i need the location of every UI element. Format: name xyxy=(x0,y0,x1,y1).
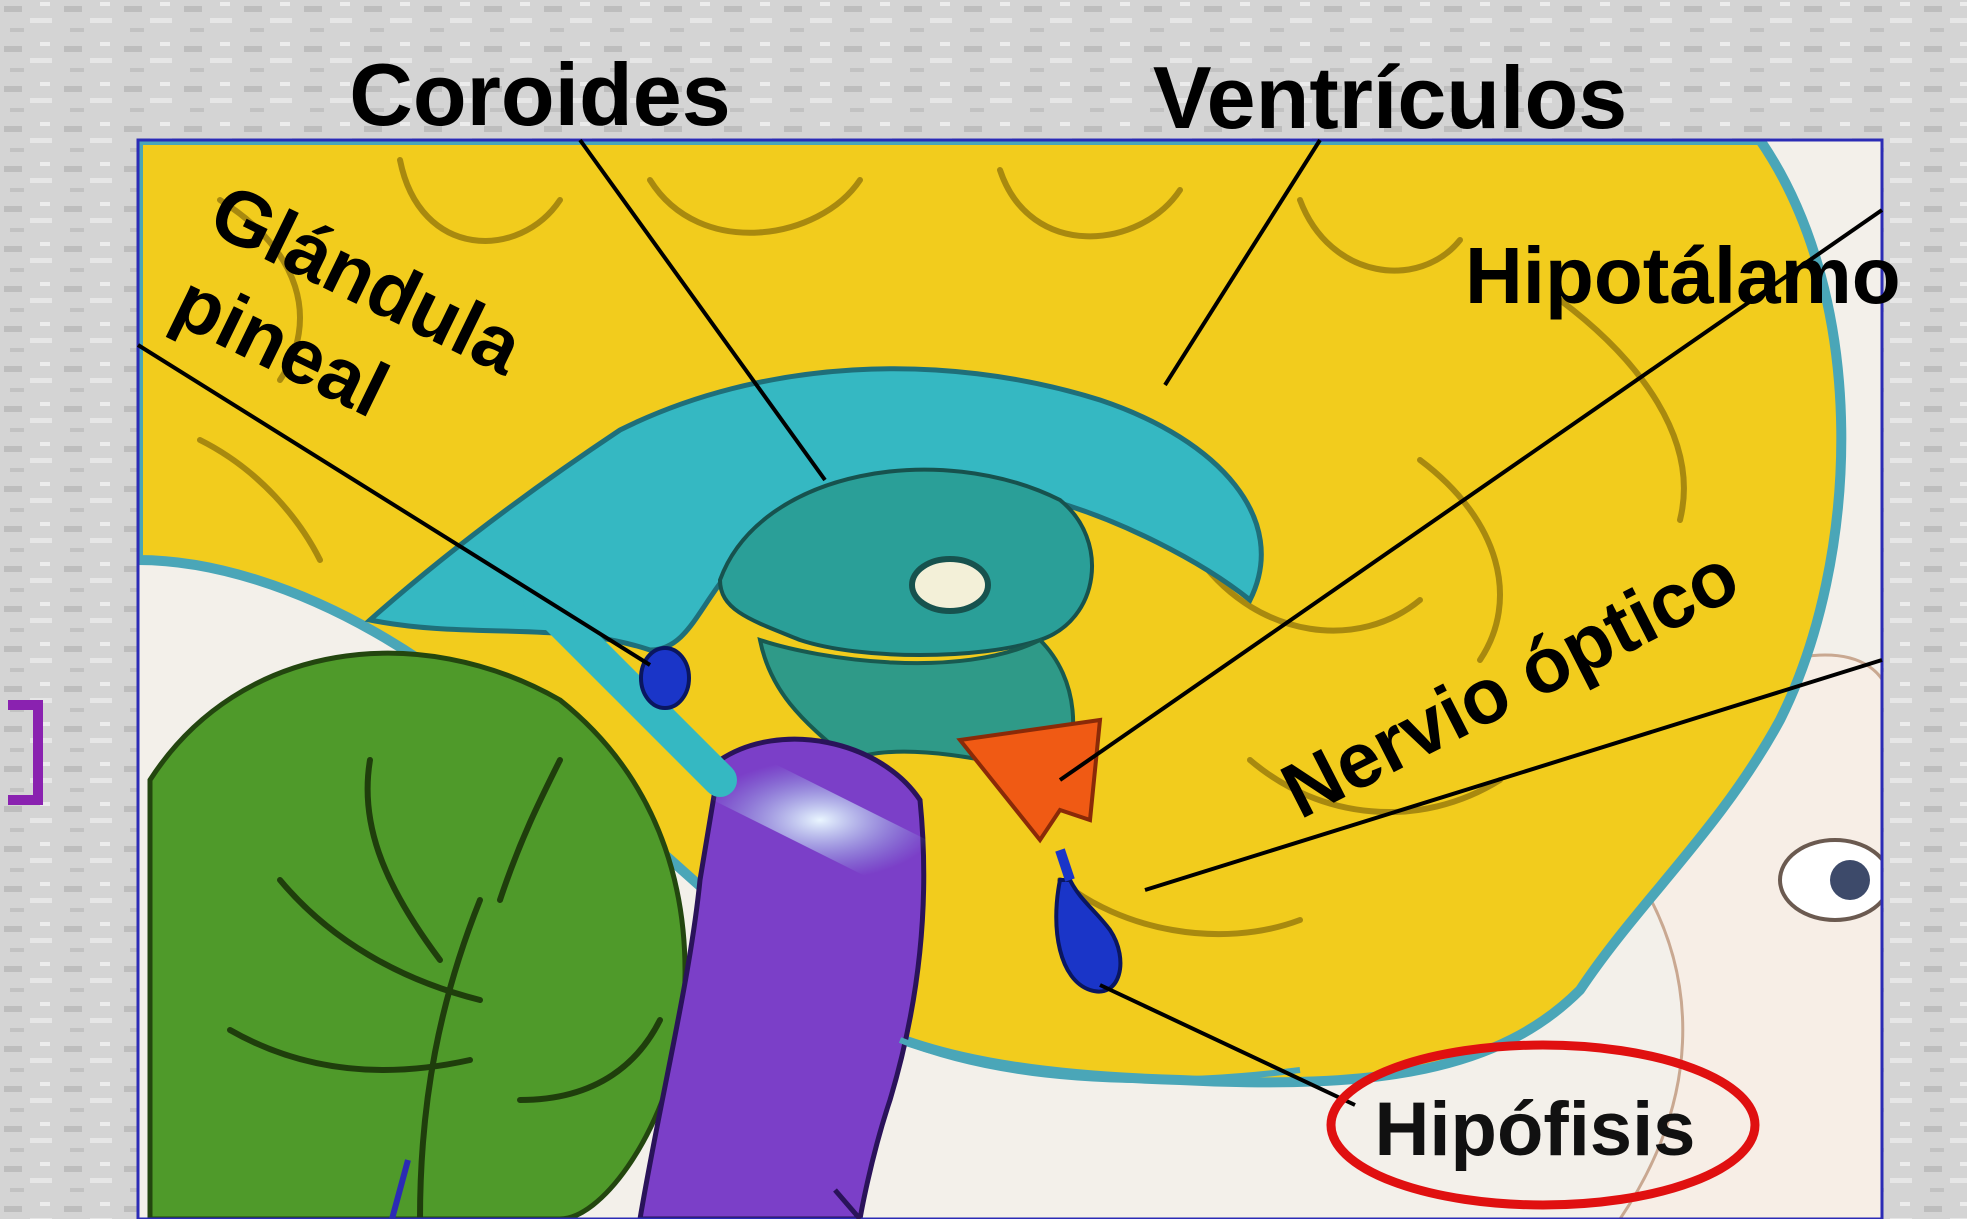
label-coroides: Coroides xyxy=(349,45,730,144)
label-ventriculos: Ventrículos xyxy=(1153,48,1627,147)
label-hipotalamo: Hipotálamo xyxy=(1465,231,1901,320)
label-hipofisis: Hipófisis xyxy=(1375,1087,1696,1172)
pineal-gland xyxy=(641,648,689,708)
